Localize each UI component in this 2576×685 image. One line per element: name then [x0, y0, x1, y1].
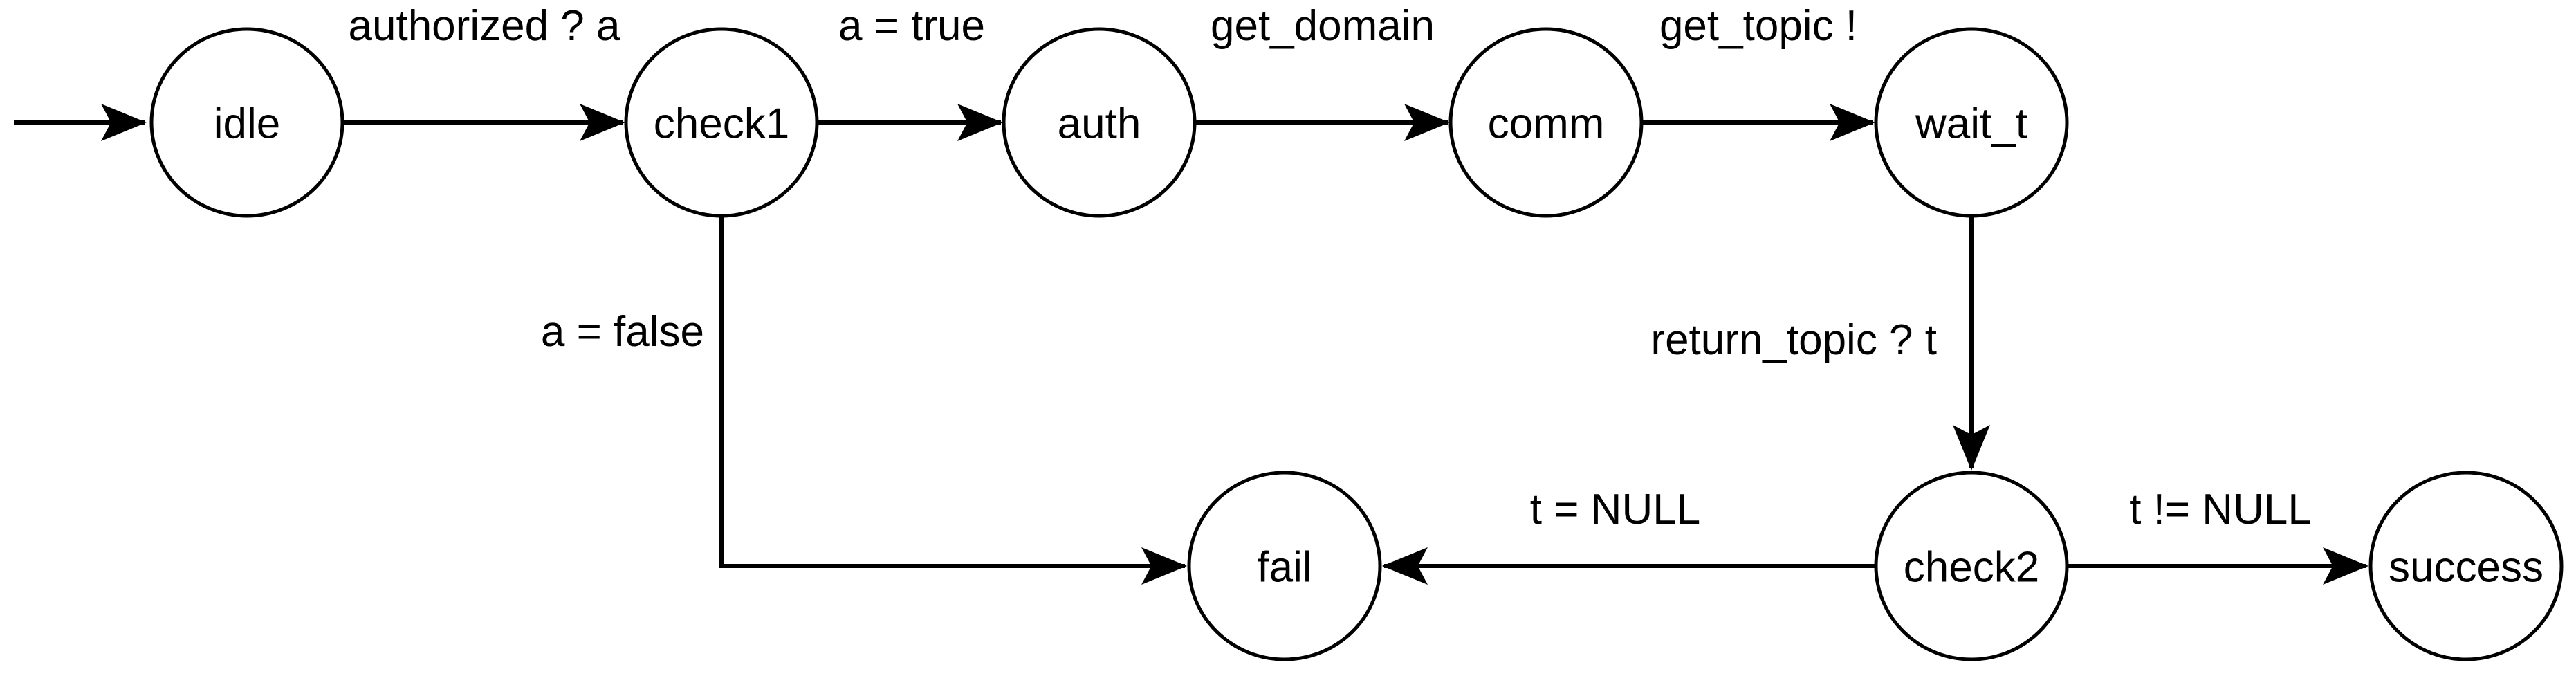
node-success-label: success — [2389, 543, 2543, 591]
node-check1-shape[interactable] — [624, 27, 819, 218]
edge-label-a-false: a = false — [541, 308, 704, 356]
node-wait-t-shape[interactable] — [1874, 27, 2069, 218]
node-check2-shape[interactable] — [1874, 471, 2069, 661]
edge-label-return-topic: return_topic ? t — [1650, 316, 1937, 364]
node-fail-shape[interactable] — [1187, 471, 1382, 661]
node-auth-shape[interactable] — [1002, 27, 1197, 218]
node-check2[interactable]: check2 — [1874, 471, 2069, 661]
node-fail[interactable]: fail — [1187, 471, 1382, 661]
node-success[interactable]: success — [2368, 471, 2564, 661]
node-check1[interactable]: check1 — [624, 27, 819, 218]
node-idle-shape[interactable] — [149, 27, 344, 218]
edge-label-authorized: authorized ? a — [349, 2, 620, 50]
nodes-layer: idle check1 auth comm wait_t fail — [149, 27, 2564, 661]
node-success-shape[interactable] — [2368, 471, 2564, 661]
edge-label-get-topic: get_topic ! — [1659, 2, 1857, 50]
node-comm-label: comm — [1488, 100, 1605, 147]
node-check2-label: check2 — [1904, 543, 2039, 591]
node-auth[interactable]: auth — [1002, 27, 1197, 218]
node-check1-label: check1 — [654, 100, 789, 147]
node-wait-t-label: wait_t — [1915, 100, 2027, 147]
edge-label-a-true: a = true — [838, 2, 985, 50]
edge-label-get-domain: get_domain — [1211, 2, 1435, 50]
node-idle[interactable]: idle — [149, 27, 344, 218]
edge-label-t-null: t = NULL — [1530, 486, 1700, 533]
node-idle-label: idle — [214, 100, 281, 147]
node-wait-t[interactable]: wait_t — [1874, 27, 2069, 218]
edge-labels-layer: authorized ? a a = true get_domain get_t… — [349, 2, 2312, 533]
node-auth-label: auth — [1058, 100, 1141, 147]
edges-layer — [14, 104, 2368, 585]
node-fail-label: fail — [1257, 543, 1312, 591]
edge-label-t-not-null: t != NULL — [2129, 486, 2312, 533]
node-comm[interactable]: comm — [1448, 27, 1644, 218]
node-comm-shape[interactable] — [1448, 27, 1644, 218]
edge-check1-to-fail — [719, 216, 1187, 585]
